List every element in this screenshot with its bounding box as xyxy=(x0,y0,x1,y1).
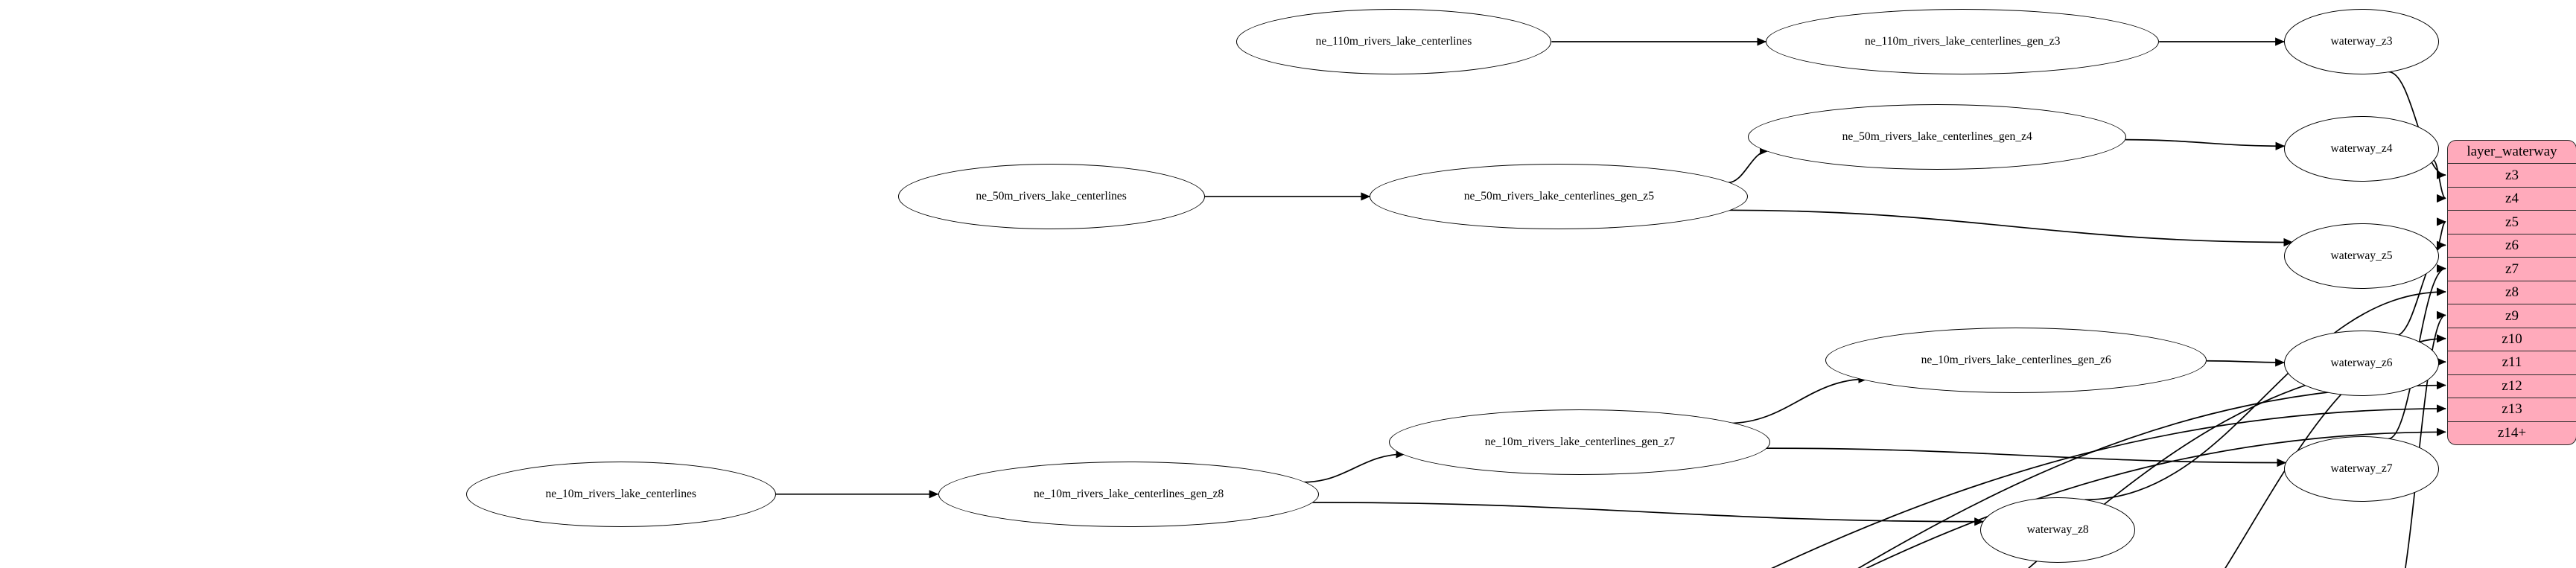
graph-node-label: ne_110m_rivers_lake_centerlines xyxy=(1315,35,1472,48)
graph-edge xyxy=(1766,447,2287,468)
record-row-z3[interactable]: z3 xyxy=(2448,164,2576,188)
graph-node-ww-z5[interactable]: waterway_z5 xyxy=(2284,223,2440,289)
graph-node-ww-z8[interactable]: waterway_z8 xyxy=(1980,497,2136,563)
graph-node-ne50-gen-z5[interactable]: ne_50m_rivers_lake_centerlines_gen_z5 xyxy=(1370,163,1749,229)
graph-node-label: waterway_z3 xyxy=(2330,35,2393,48)
graph-node-label: ne_110m_rivers_lake_centerlines_gen_z3 xyxy=(1865,35,2061,48)
graph-edge xyxy=(1311,501,1984,526)
record-row-z6[interactable]: z6 xyxy=(2448,234,2576,258)
graph-edge xyxy=(2027,357,2446,568)
graph-node-label: ne_50m_rivers_lake_centerlines xyxy=(976,190,1127,203)
record-row-z10[interactable]: z10 xyxy=(2448,328,2576,352)
record-title: layer_waterway xyxy=(2448,141,2576,165)
graph-node-ww-z7[interactable]: waterway_z7 xyxy=(2284,435,2440,502)
graph-node-ww-z4[interactable]: waterway_z4 xyxy=(2284,115,2440,182)
graph-node-ww-z6[interactable]: waterway_z6 xyxy=(2284,330,2440,396)
graph-edge xyxy=(1857,380,2446,568)
graph-edge xyxy=(1866,427,2446,568)
graph-node-ww-z3[interactable]: waterway_z3 xyxy=(2284,8,2440,74)
graph-node-label: ne_50m_rivers_lake_centerlines_gen_z4 xyxy=(1842,130,2032,144)
graph-edge xyxy=(1729,374,1869,424)
graph-node-label: waterway_z8 xyxy=(2026,523,2089,536)
record-row-z12[interactable]: z12 xyxy=(2448,375,2576,399)
graph-edge xyxy=(1303,450,1406,483)
graph-node-ne10-gen-z7[interactable]: ne_10m_rivers_lake_centerlines_gen_z7 xyxy=(1389,409,1771,475)
graph-node-label: waterway_z4 xyxy=(2330,142,2393,156)
graph-node-label: waterway_z7 xyxy=(2330,462,2393,476)
graph-node-ne110-gen-z3[interactable]: ne_110m_rivers_lake_centerlines_gen_z3 xyxy=(1766,8,2160,74)
graph-edge xyxy=(1727,146,1769,184)
graph-node-label: ne_50m_rivers_lake_centerlines_gen_z5 xyxy=(1463,190,1654,203)
graph-edge xyxy=(2084,287,2446,501)
graph-node-ne10-gen-z6[interactable]: ne_10m_rivers_lake_centerlines_gen_z6 xyxy=(1825,327,2207,393)
graph-node-label: waterway_z6 xyxy=(2330,357,2393,370)
record-row-z5[interactable]: z5 xyxy=(2448,211,2576,234)
graph-edge xyxy=(2432,159,2446,202)
record-row-z4[interactable]: z4 xyxy=(2448,188,2576,211)
record-row-z13[interactable]: z13 xyxy=(2448,398,2576,422)
record-row-z14plus[interactable]: z14+ xyxy=(2497,424,2527,441)
graph-node-label: waterway_z5 xyxy=(2330,249,2393,263)
graph-edge xyxy=(2394,240,2446,337)
record-row-z7[interactable]: z7 xyxy=(2448,258,2576,281)
graph-edge xyxy=(2207,358,2285,367)
graph-edge xyxy=(2125,138,2286,150)
graph-node-ne10[interactable]: ne_10m_rivers_lake_centerlines xyxy=(465,461,776,527)
graph-node-ne10-gen-z8[interactable]: ne_10m_rivers_lake_centerlines_gen_z8 xyxy=(938,461,1320,527)
graph-node-ne50[interactable]: ne_50m_rivers_lake_centerlines xyxy=(897,163,1205,229)
record-row-z8[interactable]: z8 xyxy=(2448,281,2576,305)
graph-edge xyxy=(2435,217,2446,249)
record-row-z11[interactable]: z11 xyxy=(2448,351,2576,375)
graph-node-label: ne_10m_rivers_lake_centerlines xyxy=(545,488,696,500)
graph-edge xyxy=(1727,209,2294,247)
graph-node-label: ne_10m_rivers_lake_centerlines_gen_z6 xyxy=(1921,354,2111,367)
graph-node-ne50-gen-z4[interactable]: ne_50m_rivers_lake_centerlines_gen_z4 xyxy=(1748,103,2127,170)
graph-node-ne110[interactable]: ne_110m_rivers_lake_centerlines xyxy=(1235,8,1552,74)
graph-node-label: ne_10m_rivers_lake_centerlines_gen_z7 xyxy=(1484,435,1675,449)
graph-edge xyxy=(1771,404,2446,568)
record-row-z9[interactable]: z9 xyxy=(2448,304,2576,328)
graph-node-label: ne_10m_rivers_lake_centerlines_gen_z8 xyxy=(1033,488,1224,500)
